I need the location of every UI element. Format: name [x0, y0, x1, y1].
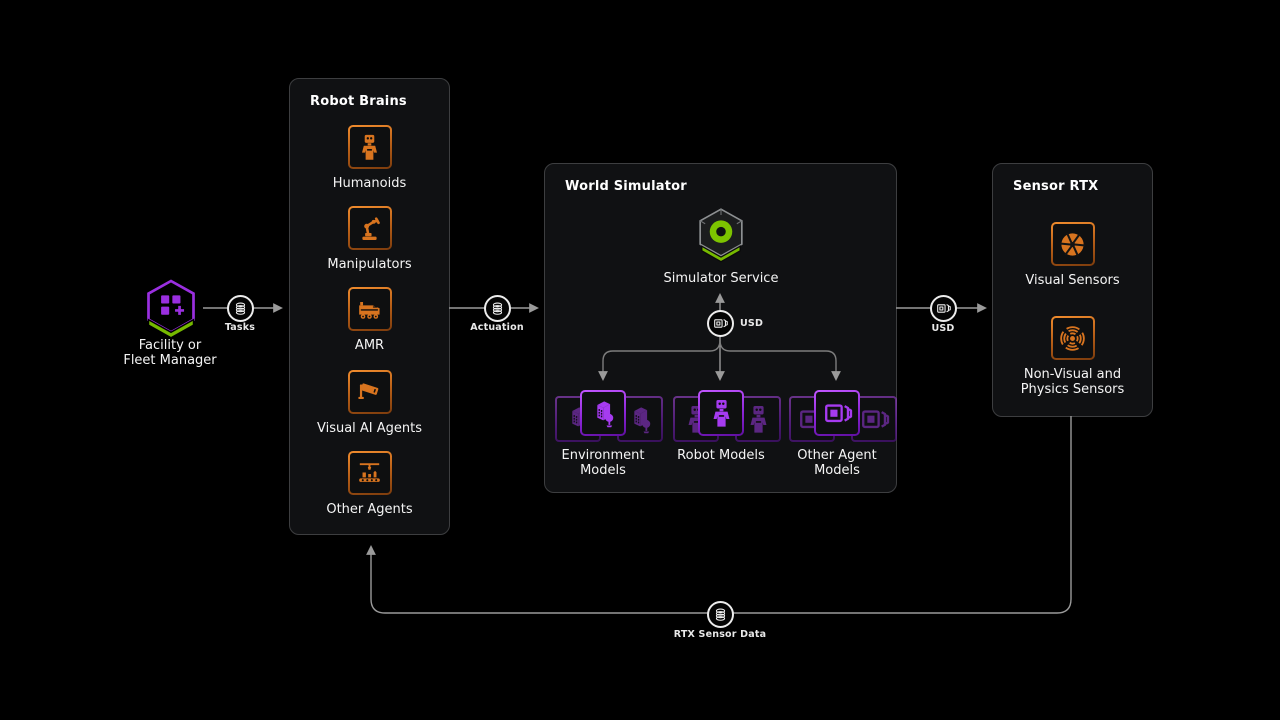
robot-brains-item-amr: AMR	[290, 287, 449, 353]
model-other-agent	[814, 390, 860, 436]
robot-brains-item-other-agents: Other Agents	[290, 451, 449, 517]
actuation-label: Actuation	[470, 322, 524, 333]
simulator-service-node: Simulator Service	[621, 207, 821, 286]
conveyor-belt-icon	[348, 451, 392, 495]
usd-internal-badge	[706, 309, 734, 337]
amr-rover-icon	[348, 287, 392, 331]
rtx-sensor-data-badge	[706, 600, 734, 628]
usd-internal-label: USD	[740, 318, 764, 329]
model-label-robot: Robot Models	[677, 448, 765, 463]
fleet-manager-hexagon-icon	[144, 278, 198, 338]
model-robot	[698, 390, 744, 436]
sensor-rtx-title: Sensor RTX	[1013, 179, 1099, 194]
item-label: Visual AI Agents	[316, 421, 423, 436]
robot-brains-item-manipulators: Manipulators	[290, 206, 449, 272]
cctv-camera-icon	[348, 370, 392, 414]
database-icon	[489, 300, 506, 317]
radar-waves-icon	[1051, 316, 1095, 360]
database-icon	[712, 606, 729, 623]
sensor-rtx-item-visual: Visual Sensors	[993, 222, 1152, 288]
layered-cards-icon	[814, 390, 860, 436]
item-label: Other Agents	[326, 502, 413, 517]
tasks-badge	[226, 294, 254, 322]
item-label: Non-Visual and Physics Sensors	[1020, 367, 1125, 398]
aperture-icon	[1051, 222, 1095, 266]
usd-out-label: USD	[931, 323, 955, 334]
rtx-sensor-data-label: RTX Sensor Data	[673, 629, 767, 640]
model-label-other-agent: Other Agent Models	[797, 448, 877, 479]
robot-brains-item-humanoids: Humanoids	[290, 125, 449, 191]
facility-fleet-manager-label: Facility or Fleet Manager	[123, 338, 217, 369]
sensor-rtx-panel: Sensor RTX Visual Sensors Non-Visual and…	[992, 163, 1153, 417]
actuation-badge	[483, 294, 511, 322]
world-simulator-title: World Simulator	[565, 179, 687, 194]
robot-brains-title: Robot Brains	[310, 94, 407, 109]
humanoid-robot-icon	[348, 125, 392, 169]
building-tree-icon	[580, 390, 626, 436]
robot-arm-icon	[348, 206, 392, 250]
model-environment	[580, 390, 626, 436]
item-label: AMR	[354, 338, 385, 353]
item-label: Manipulators	[327, 257, 412, 272]
simulator-service-label: Simulator Service	[663, 271, 779, 286]
usd-layers-icon	[712, 315, 729, 332]
sensor-rtx-item-nonvisual: Non-Visual and Physics Sensors	[993, 316, 1152, 397]
database-icon	[232, 300, 249, 317]
isaac-sim-hexagon-icon	[696, 207, 746, 263]
usd-layers-icon	[935, 300, 952, 317]
usd-out-badge	[929, 294, 957, 322]
tasks-label: Tasks	[224, 322, 256, 333]
robot-brains-item-visual-ai-agents: Visual AI Agents	[290, 370, 449, 436]
item-label: Visual Sensors	[1025, 273, 1120, 288]
robot-brains-panel: Robot Brains Humanoids Manipulators AMR …	[289, 78, 450, 535]
humanoid-robot-icon	[698, 390, 744, 436]
model-label-environment: Environment Models	[561, 448, 645, 479]
item-label: Humanoids	[332, 176, 407, 191]
